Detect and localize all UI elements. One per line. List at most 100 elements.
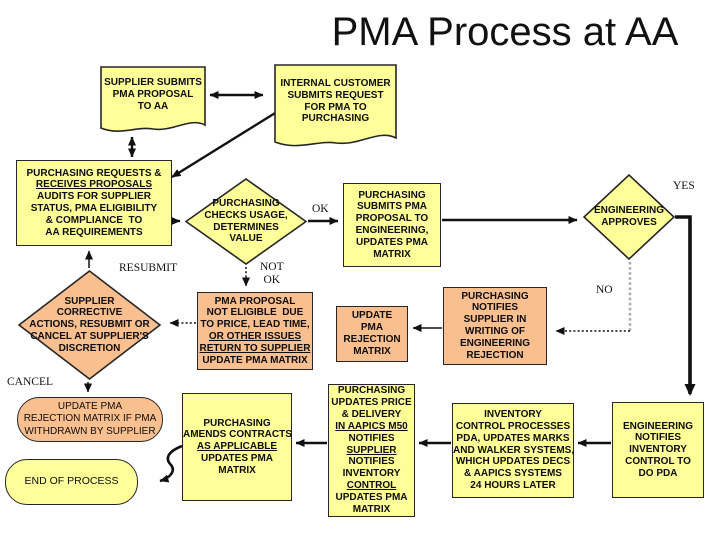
arrow-amends-to-end [159,444,183,483]
node-line: DO PDA [638,467,678,479]
node-line: AND WALKER SYSTEMS, [453,444,575,456]
node-pma-not-eligible: PMA PROPOSAL NOT ELIGIBLE DUE TO PRICE, … [197,292,313,370]
node-line: ACTIONS, RESUBMIT OR [29,319,150,331]
node-line: MATRIX [353,345,391,357]
node-line: PDA, UPDATES MARKS [456,432,570,444]
node-line: ENGINEERING [593,205,664,217]
node-line: AUDITS FOR SUPPLIER [37,191,151,203]
node-line: STATUS, PMA ELIGIBILITY [30,203,158,214]
node-line: CHECKS USAGE, [204,209,288,221]
node-line: UPDATE PMA MATRIX [202,354,308,366]
node-line: SUPPLIER SUBMITS [104,77,202,89]
node-line: OR OTHER ISSUES [208,331,302,342]
node-internal-customer: INTERNAL CUSTOMER SUBMITS REQUEST FOR PM… [274,64,397,153]
node-line: WHICH UPDATES DECS [455,456,571,468]
diamond-shape [185,178,307,265]
node-line: NOT ELIGIBLE DUE [206,307,304,319]
node-line: END OF PROCESS [24,475,119,488]
label-yes: YES [673,180,695,192]
node-end-of-process: END OF PROCESS [5,459,138,505]
node-supplier-corrective: SUPPLIER CORRECTIVE ACTIONS, RESUBMIT OR… [18,270,161,380]
node-line: SUPPLIER [64,295,115,307]
node-line: PMA PROPOSAL [112,89,194,101]
node-line: RECEIVES PROPOSALS [35,179,153,191]
node-update-if-withdrawn: UPDATE PMA REJECTION MATRIX IF PMA WITHD… [17,397,163,442]
node-line: SUBMITS PMA [357,201,427,213]
node-amends-contracts: PURCHASING AMENDS CONTRACTS AS APPLICABL… [182,393,292,501]
node-line: NOTIFIES [348,432,395,444]
slide-title: PMA Process at AA [331,10,679,54]
node-line: WRITING OF [465,326,525,337]
node-line: INTERNAL CUSTOMER [280,77,391,89]
node-line: REJECTION MATRIX IF PMA [23,413,157,425]
node-line: CONTROL TO [625,455,691,467]
node-line: REJECTION [466,349,524,361]
node-line: REJECTION [343,334,401,345]
node-line: AMENDS CONTRACTS [183,429,292,441]
node-line: PURCHASING REQUESTS & [26,167,162,179]
node-line: ENGINEERING, [355,225,429,236]
node-line: UPDATES PMA [355,236,429,248]
node-line: TO PRICE, LEAD TIME, [200,319,310,331]
node-line: PMA [360,322,384,334]
node-engineering-notifies: ENGINEERING NOTIFIES INVENTORY CONTROL T… [612,402,704,498]
node-line: PURCHASING [212,197,280,209]
node-line: UPDATES PMA [200,452,274,464]
label-line: NOT [260,261,284,273]
node-line: NOTIFIES [348,456,395,468]
node-line: CONTROL [346,480,397,492]
node-line: AS APPLICABLE [196,441,278,453]
node-line: MATRIX [352,504,391,516]
node-line: PURCHASING [301,113,370,125]
node-line: VALUE [229,233,263,245]
node-line: & DELIVERY [341,408,402,420]
node-updates-price: PURCHASING UPDATES PRICE & DELIVERY IN A… [328,384,415,517]
node-line: AA REQUIREMENTS [45,226,143,238]
node-line: PROPOSAL TO [355,213,429,225]
node-line: CORRECTIVE [56,307,123,319]
node-notifies-rejection: PURCHASING NOTIFIES SUPPLIER IN WRITING … [443,287,547,365]
node-line: 24 HOURS LATER [470,479,556,491]
label-no: NO [596,284,613,296]
node-line: UPDATES PRICE [331,396,412,408]
document-shape [274,64,397,147]
node-line: PURCHASING [337,385,406,397]
node-supplier-submits: SUPPLIER SUBMITS PMA PROPOSAL TO AA [100,66,206,138]
node-line: ENGINEERING [459,337,530,349]
node-line: INVENTORY [629,444,687,456]
node-line: & AAPICS SYSTEMS [464,468,562,480]
node-line: NOTIFIES [471,302,519,314]
node-line: INVENTORY [484,409,542,421]
node-engineering-approves: ENGINEERING APPROVES [583,174,675,260]
label-not-ok: NOT OK [260,261,284,286]
node-line: SUBMITS REQUEST [287,89,384,101]
node-line: DETERMINES [213,221,279,233]
node-purchasing-requests: PURCHASING REQUESTS & RECEIVES PROPOSALS… [16,160,172,246]
node-line: SUPPLIER IN [463,314,527,326]
node-line: CANCEL AT SUPPLIER'S [30,330,149,342]
label-cancel: CANCEL [7,376,53,388]
node-line: NOTIFIES [634,432,682,444]
node-line: RETURN TO SUPPLIER [199,342,311,354]
node-line: ENGINEERING [622,420,693,432]
node-line: INVENTORY [342,468,401,480]
arrow-yes-path [675,215,696,396]
node-line: SUPPLIER [346,444,397,456]
node-inventory-control: INVENTORY CONTROL PROCESSES PDA, UPDATES… [452,403,574,498]
node-line: TO AA [137,100,169,112]
node-line: DISCRETION [58,342,121,354]
node-submits-to-engineering: PURCHASING SUBMITS PMA PROPOSAL TO ENGIN… [343,183,441,267]
node-line: FOR PMA TO [304,101,367,113]
node-line: WITHDRAWN BY SUPPLIER [24,425,156,437]
diamond-shape [18,270,161,380]
node-line: CONTROL PROCESSES [455,421,571,432]
node-line: UPDATES PMA [335,492,408,504]
node-line: & COMPLIANCE TO [45,214,143,226]
node-line: PMA PROPOSAL [214,295,296,307]
document-shape [100,66,206,132]
label-line: OK [263,273,281,286]
node-line: IN AAPICS M50 [335,420,408,432]
label-ok: OK [312,203,329,215]
node-line: MATRIX [218,464,256,476]
node-line: PURCHASING [461,290,529,302]
